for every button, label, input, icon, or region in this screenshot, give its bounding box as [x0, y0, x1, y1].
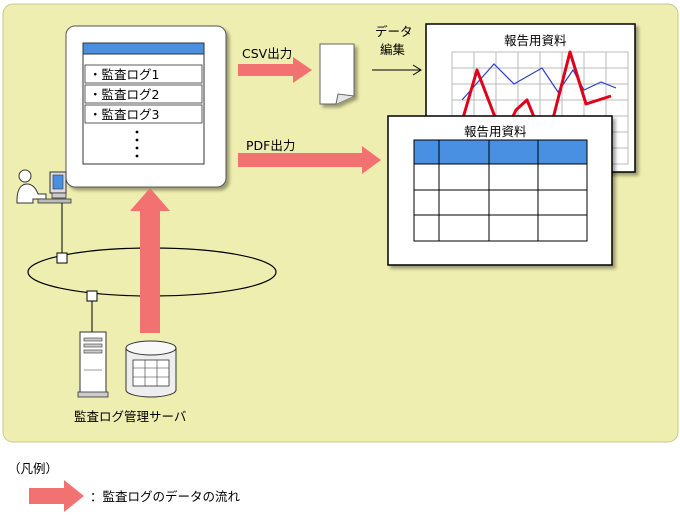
table-report-document: 報告用資料: [387, 115, 613, 266]
edit-arrow: [372, 64, 422, 76]
legend-flow-arrow: [29, 480, 84, 512]
server-label: 監査ログ管理サーバ: [74, 409, 186, 424]
chart-report-title: 報告用資料: [504, 33, 567, 48]
pdf-flow-arrow: [238, 146, 381, 174]
table-report-title: 報告用資料: [464, 124, 527, 139]
legend-flow-label: ：監査ログのデータの流れ: [90, 489, 241, 504]
csv-output-label: CSV出力: [242, 46, 292, 61]
log-item-1: ・監査ログ1: [89, 67, 159, 82]
log-row-2: [84, 84, 203, 104]
log-flow-arrow-up: [130, 188, 170, 333]
chart-red-line: [461, 50, 612, 148]
log-row-3: [84, 104, 203, 124]
edit-label-line1: データ: [375, 24, 413, 39]
pdf-output-label: PDF出力: [246, 138, 295, 153]
server-network-node: [86, 290, 98, 302]
log-item-3: ・監査ログ3: [89, 107, 159, 122]
legend-title: （凡例）: [8, 461, 58, 476]
more-items-ellipsis: [135, 130, 139, 158]
database-icon: [125, 340, 177, 398]
pc-network-node: [56, 252, 68, 264]
log-list-header: [82, 42, 205, 55]
csv-flow-arrow: [238, 57, 312, 83]
edit-label-line2: 編集: [380, 42, 406, 57]
table-header-row: [414, 140, 587, 164]
chart-blue-line: [461, 63, 617, 101]
server-icon: [77, 331, 109, 398]
log-item-2: ・監査ログ2: [89, 87, 159, 102]
user-pc-icon: [16, 169, 72, 204]
audit-log-window: ・監査ログ1 ・監査ログ2 ・監査ログ3: [65, 25, 227, 188]
log-row-1: [84, 64, 203, 84]
